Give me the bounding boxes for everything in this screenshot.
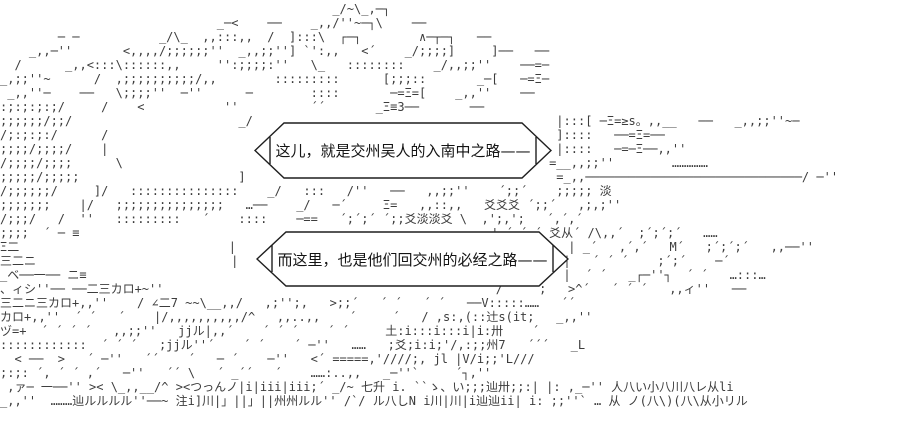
speech-bubble-2-outline	[256, 231, 569, 287]
speech-bubble-2-text: 而这里，也是他们回交州的必经之路——	[277, 250, 548, 269]
speech-bubble-2: 而这里，也是他们回交州的必经之路——	[256, 231, 569, 287]
speech-bubble-2-border	[256, 231, 569, 287]
speech-bubble-1-border	[254, 122, 552, 179]
ascii-art-landscape: _/~\_,─┐ _─< ── _,,/''~─┐\ ── ─ ─ _/\_ ,…	[0, 2, 839, 408]
speech-bubble-1-outline	[254, 122, 552, 179]
speech-bubble-1-text: 这儿，就是交州吴人的入南中之路——	[275, 142, 531, 160]
speech-bubble-1: 这儿，就是交州吴人的入南中之路——	[254, 122, 552, 179]
